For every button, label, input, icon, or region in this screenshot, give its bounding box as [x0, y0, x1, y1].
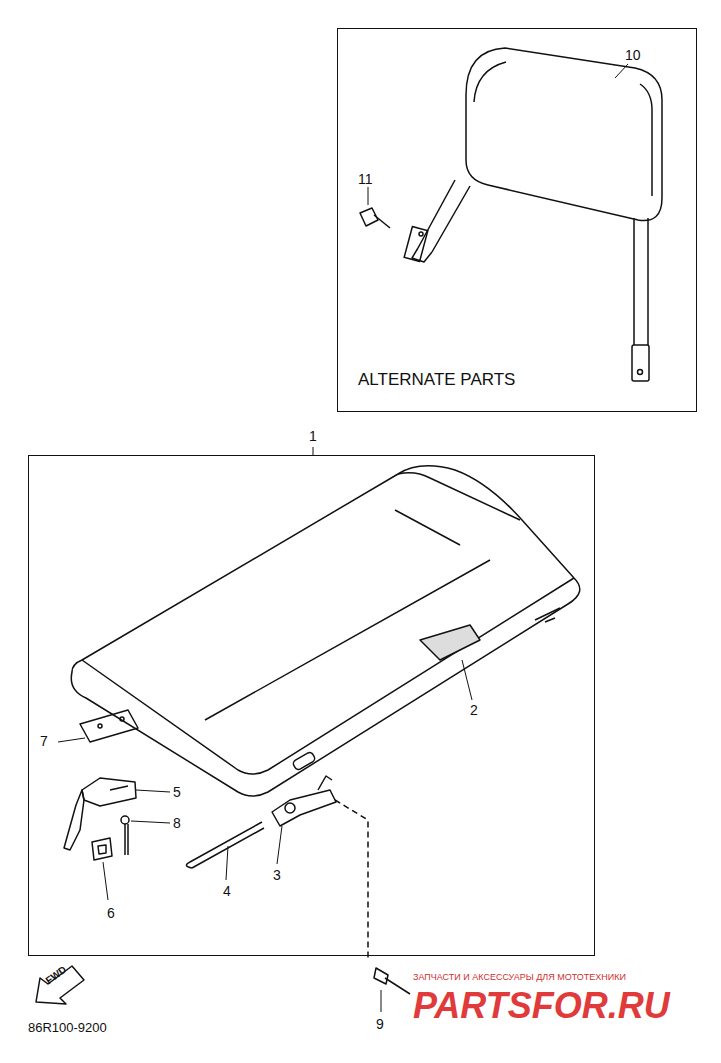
callout-number: 10 — [625, 48, 641, 62]
callout-number: 5 — [173, 785, 181, 799]
watermark-text: ЗАПЧАСТИ И АКСЕССУАРЫ ДЛЯ МОТОТЕХНИКИ — [413, 973, 626, 982]
callout-number: 8 — [173, 816, 181, 830]
alternate-parts-box: 10 11ALTERNATE PARTS — [337, 28, 697, 412]
diagram-code: 86R100-9200 — [28, 1021, 107, 1034]
callout-number: 9 — [376, 1017, 384, 1031]
box-title: ALTERNATE PARTS — [358, 371, 515, 388]
callout-number: 7 — [40, 734, 48, 748]
backrest — [404, 48, 662, 381]
seat-assembly-box: 12758346 — [28, 455, 595, 956]
leader-lines — [58, 64, 628, 1012]
watermark-logo: PARTSFOR.RU — [413, 988, 670, 1024]
seat — [71, 466, 579, 796]
callout-number: 2 — [470, 703, 478, 717]
direction-label: FWD — [44, 965, 68, 986]
callout-number: 3 — [273, 868, 281, 882]
callout-number: 1 — [309, 429, 317, 443]
callout-number: 11 — [358, 172, 373, 186]
small-parts — [64, 710, 410, 994]
callout-number: 6 — [107, 906, 115, 920]
callout-number: 4 — [223, 884, 231, 898]
bolt — [360, 208, 390, 228]
